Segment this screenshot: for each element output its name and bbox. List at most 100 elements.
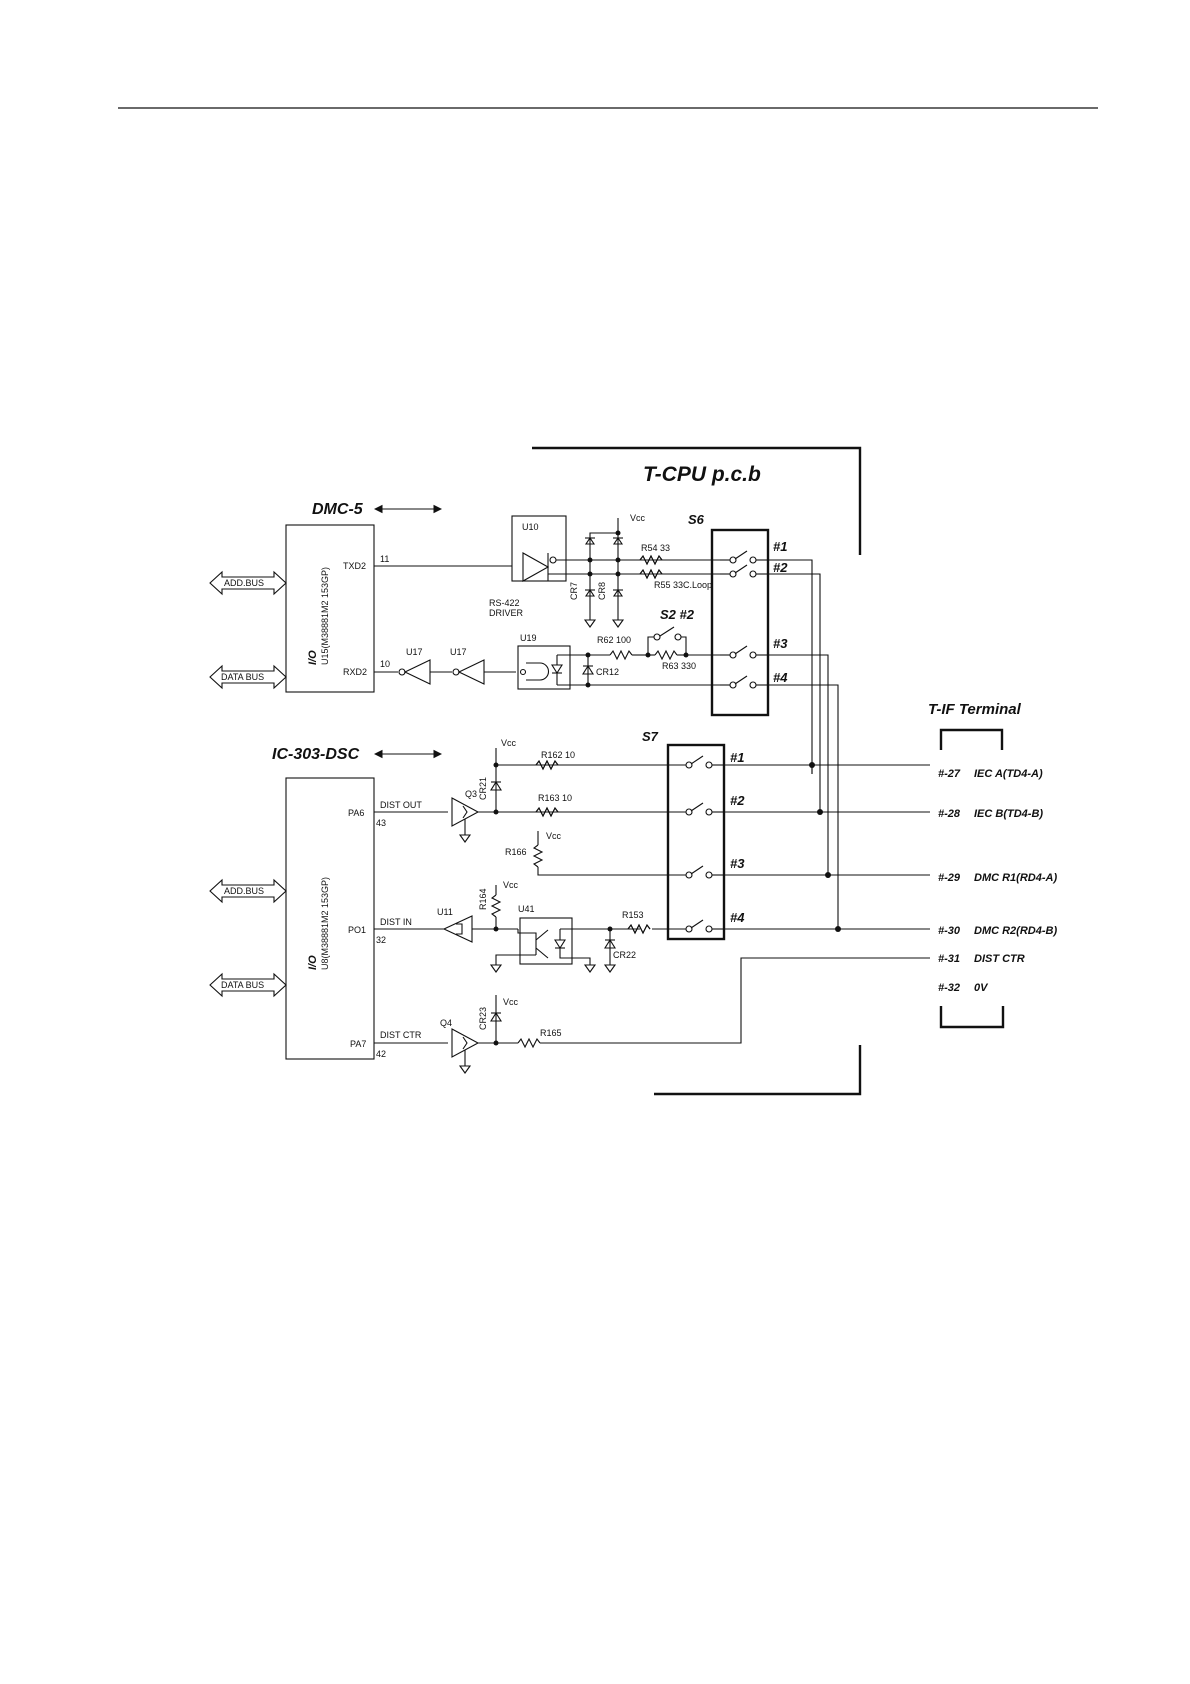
rxd2-label: RXD2 [343,667,367,677]
pa7-pin: 42 [376,1049,386,1059]
terminal-30-desc: DMC R2(RD4-B) [974,925,1057,937]
vcc-label-1: Vcc [501,738,517,748]
r164-resistor [490,894,502,918]
svg-text:DATA BUS: DATA BUS [221,672,264,682]
s7-pin-4: #4 [730,910,745,925]
r54-label: R54 33 [641,543,670,553]
s6-pin-4: #4 [773,670,788,685]
vcc-label-dmc: Vcc [630,513,646,523]
r166-resistor [532,844,544,868]
add-bus-arrow-2: ADD.BUS [209,878,287,904]
po1-label: PO1 [348,925,366,935]
s7-label: S7 [642,729,659,744]
terminal-27-num: #-27 [938,768,961,780]
s6-switches [720,550,768,689]
dist-ctr-label: DIST CTR [380,1030,422,1040]
u17-label-1: U17 [406,647,423,657]
ic-u15-part: U15(M38881M2 153GP) [320,567,330,665]
terminal-bracket-bottom [939,1006,1005,1029]
s6-route-2 [768,573,821,814]
terminal-30-num: #-30 [938,925,961,937]
u11-buffer [442,915,473,943]
s6-pin-2: #2 [773,560,788,575]
terminal-28-num: #-28 [938,808,961,820]
s2-label: S2 #2 [660,607,695,622]
terminal-32-desc: 0V [974,982,989,994]
terminal-31-num: #-31 [938,953,960,965]
cr12-label: CR12 [596,667,619,677]
vcc-label-2: Vcc [546,831,562,841]
s6-route-4 [768,684,839,929]
cr23-label: CR23 [478,1007,488,1030]
data-bus-arrow-1: DATA BUS [209,664,287,690]
r63-resistor [654,649,678,661]
r153-label: R153 [622,910,644,920]
add-bus-arrow-1: ADD.BUS [209,570,287,596]
ic-u15 [285,524,375,693]
terminal-title: T-IF Terminal [928,701,1022,718]
s6-label: S6 [688,512,705,527]
pa6-label: PA6 [348,808,364,818]
terminal-bracket-top [939,728,1004,750]
ic-u8-name: I/O [307,955,319,970]
rs422-label-2: DRIVER [489,608,524,618]
u11-label: U11 [437,907,453,917]
s6-route-3 [768,654,829,878]
r62-label: R62 100 [597,635,631,645]
r55-resistor [639,568,663,580]
cr21-label: CR21 [478,777,488,800]
q3-label: Q3 [465,789,477,799]
terminal-27-desc: IEC A(TD4-A) [974,768,1043,780]
tcpu-board-outline [532,446,862,1096]
pa6-pin: 43 [376,818,386,828]
terminal-32-num: #-32 [938,982,960,994]
u17-inverter-2 [457,659,485,685]
dmc5-title: DMC-5 [312,501,364,518]
u41-label: U41 [518,904,535,914]
r163-resistor [535,806,559,818]
u10-buffer-symbol [522,552,550,582]
s7-switches [640,755,724,933]
r153-resistor [627,923,651,935]
rxd2-pin: 10 [380,659,390,669]
q4-label: Q4 [440,1018,452,1028]
txd2-label: TXD2 [343,561,366,571]
dist-in-label: DIST IN [380,917,412,927]
ic-u15-name: I/O [307,650,319,665]
board-label: T-CPU p.c.b [643,463,761,486]
cr7-label: CR7 [569,582,579,600]
vcc-label-3: Vcc [503,880,519,890]
s7-pin-2: #2 [730,793,745,808]
svg-text:ADD.BUS: ADD.BUS [224,886,264,896]
r62-resistor [609,649,633,661]
terminal-29-num: #-29 [938,872,961,884]
r54-resistor [639,554,663,566]
u10-label: U10 [522,522,539,532]
po1-pin: 32 [376,935,386,945]
ic-u8 [285,777,375,1060]
s7-switch-bank [666,743,726,941]
r162-resistor [535,759,559,771]
cr8-label: CR8 [597,582,607,600]
svg-text:ADD.BUS: ADD.BUS [224,578,264,588]
r165-label: R165 [540,1028,562,1038]
dsc-title: IC-303-DSC [272,746,360,763]
data-bus-arrow-2: DATA BUS [209,972,287,998]
txd2-pin: 11 [380,554,389,564]
s6-route-1 [768,559,813,774]
r166-label: R166 [505,847,527,857]
dist-ctr-route [540,957,930,1044]
s7-pin-1: #1 [730,750,744,765]
u17-inverter-1 [403,659,431,685]
terminal-31-desc: DIST CTR [974,953,1025,965]
u10-driver-box [511,515,567,582]
cr22-label: CR22 [613,950,636,960]
r162-label: R162 10 [541,750,575,760]
dist-out-label: DIST OUT [380,800,422,810]
u17-label-2: U17 [450,647,467,657]
r163-label: R163 10 [538,793,572,803]
u19-optocoupler [517,645,571,690]
u19-label: U19 [520,633,537,643]
r55-label: R55 33C.Loop [654,580,712,590]
